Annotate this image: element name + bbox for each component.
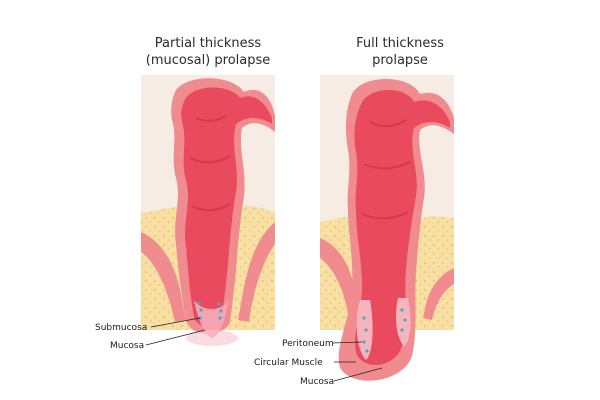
panel-title-line-2: prolapse — [372, 53, 428, 68]
fold — [369, 119, 407, 128]
levator-muscle-left — [141, 232, 186, 322]
panel-title-line-2: (mucosal) prolapse — [146, 53, 271, 68]
leader-mucosa — [145, 329, 206, 346]
leader-submucosa — [150, 317, 201, 328]
panel-title-line-1: Partial thickness — [155, 36, 262, 51]
fold — [195, 115, 227, 122]
panel-full-thickness: Full thickness prolapse Peritoneum Circu… — [254, 36, 454, 387]
fold — [363, 161, 411, 170]
rectum — [354, 90, 450, 365]
rectum — [181, 87, 272, 327]
levator-muscle-left — [320, 238, 358, 314]
label-peritoneum: Peritoneum — [282, 339, 334, 349]
panel-partial-thickness: Partial thickness (mucosal) prolapse Sub… — [95, 36, 275, 351]
label-mucosa: Mucosa — [300, 377, 334, 387]
mucosa-glow — [186, 330, 238, 346]
leader-mucosa — [333, 367, 383, 382]
levator-muscle-right — [423, 268, 454, 320]
fold — [361, 211, 409, 220]
label-submucosa: Submucosa — [95, 323, 147, 333]
peritoneal-fluid — [362, 308, 407, 353]
fold — [191, 203, 231, 212]
fold — [189, 155, 231, 164]
leader-peritoneum — [331, 341, 363, 344]
panel-title-line-1: Full thickness — [356, 36, 444, 51]
label-circular-muscle: Circular Muscle — [254, 358, 323, 368]
label-mucosa: Mucosa — [110, 341, 144, 351]
peritoneal-sac-right — [396, 298, 411, 346]
levator-muscle-right — [238, 222, 275, 322]
